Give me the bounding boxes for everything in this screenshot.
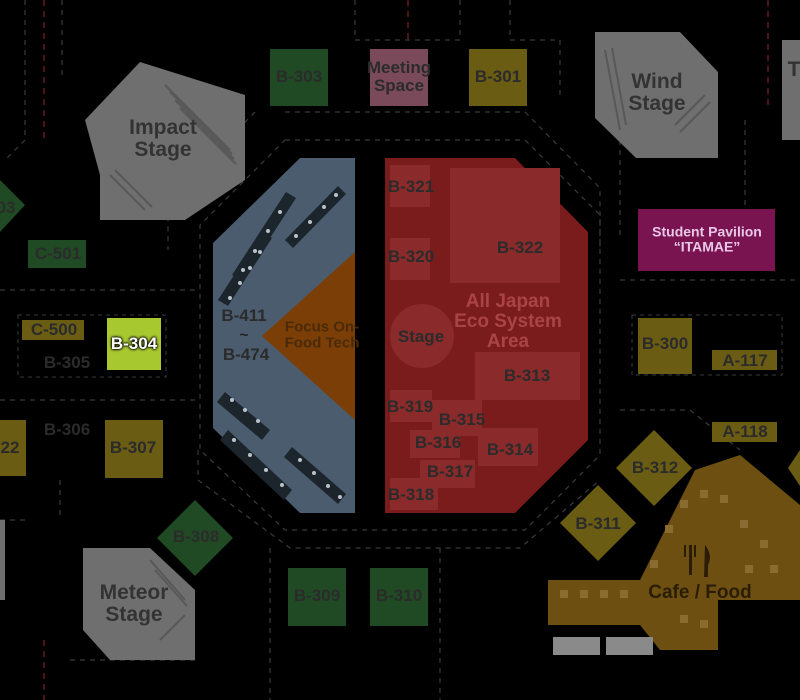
wind-stage-line1: Wind (631, 69, 683, 93)
impact-stage-label[interactable]: Impact Stage (129, 115, 197, 161)
eco-booths (390, 165, 580, 510)
pavilion-line2: “ITAMAE” (673, 238, 741, 254)
booth-b314[interactable]: B-314 (486, 440, 534, 460)
booth-b315[interactable]: B-315 (438, 410, 486, 430)
central-hall-outline (199, 139, 601, 531)
wind-stage-line2: Stage (628, 92, 686, 115)
meeting-space-line1: Meeting (366, 58, 432, 78)
focus-line2: Food Tech (284, 334, 360, 351)
meteor-stage-stripes (149, 559, 188, 641)
group-box-left (17, 314, 167, 378)
booth-b321[interactable]: B-321 (387, 177, 435, 197)
impact-stage-line1: Impact (129, 115, 197, 139)
food-tech-zone[interactable] (262, 252, 355, 420)
meeting-space-label[interactable]: Meeting Space (367, 59, 431, 95)
booth-b318[interactable]: B-318 (387, 485, 435, 505)
booth-b316[interactable]: B-316 (414, 433, 462, 453)
booth-b300[interactable]: B-300 (641, 334, 689, 354)
pavilion-line1: Student Pavilion (652, 223, 762, 240)
eco-line2: Eco System (454, 311, 562, 333)
booth-b301[interactable]: B-301 (474, 67, 522, 87)
impact-stage-stripes (109, 84, 237, 211)
edge-stage-right (782, 40, 800, 140)
booth-b312[interactable]: B-312 (631, 458, 679, 478)
booth-b304-selected[interactable]: B-304 (110, 334, 158, 354)
booth-b303[interactable]: B-303 (275, 67, 323, 87)
booth-b311[interactable]: B-311 (575, 514, 621, 534)
booth-b305[interactable]: B-305 (43, 353, 91, 373)
wind-stage-block[interactable] (595, 32, 718, 158)
meteor-stage-line2: Stage (105, 603, 163, 626)
booth-b310[interactable]: B-310 (375, 586, 423, 606)
booth-c501[interactable]: C-501 (34, 244, 82, 264)
meeting-space-block (370, 49, 428, 106)
yellow-booths (0, 49, 800, 561)
edge-stage-left (0, 520, 5, 600)
booth-b307[interactable]: B-307 (109, 438, 157, 458)
wind-stage-label[interactable]: Wind Stage (628, 69, 686, 115)
startup-booth-dots (228, 193, 342, 499)
edge-stage-letter: T (787, 57, 800, 81)
booth-b474[interactable]: B-474 (222, 345, 270, 365)
booth-b322[interactable]: B-322 (496, 238, 544, 258)
cafe-counters (553, 637, 653, 655)
booth-b319[interactable]: B-319 (386, 397, 434, 417)
booth-b306[interactable]: B-306 (43, 420, 91, 440)
student-pavilion-label[interactable]: Student Pavilion “ITAMAE” (652, 224, 762, 253)
eco-line3: Area (486, 330, 530, 352)
aisle-lines (43, 0, 769, 700)
student-pavilion-block (638, 209, 775, 271)
booth-b308[interactable]: B-308 (172, 527, 220, 547)
group-box-right (631, 314, 783, 376)
focus-line1: Focus On- (284, 318, 360, 336)
booth-range-tilde: ~ (239, 327, 249, 345)
booth-c500[interactable]: C-500 (30, 320, 78, 340)
focus-food-tech-label[interactable]: Focus On- Food Tech (285, 319, 360, 351)
booth-b309[interactable]: B-309 (293, 586, 341, 606)
cafe-food-label[interactable]: Cafe / Food (648, 582, 752, 604)
impact-stage-line2: Stage (134, 138, 192, 161)
green-booths (0, 49, 428, 626)
booth-a117[interactable]: A-117 (722, 351, 768, 371)
booth-edge-03[interactable]: 03 (0, 198, 16, 218)
meteor-stage-label[interactable]: Meteor Stage (99, 580, 169, 626)
meteor-stage-line1: Meteor (99, 580, 169, 604)
wind-stage-stripes (604, 47, 711, 133)
booth-edge-22[interactable]: 22 (0, 438, 20, 458)
cafe-seating (560, 490, 778, 628)
eco-stage-label[interactable]: Stage (397, 327, 445, 347)
booth-b320[interactable]: B-320 (387, 247, 435, 267)
cafe-block[interactable] (548, 455, 800, 650)
booth-b317[interactable]: B-317 (426, 462, 474, 482)
booth-b411[interactable]: B-411 (221, 306, 267, 326)
eco-line1: All Japan (465, 291, 551, 313)
highlighted-booth (107, 318, 161, 370)
eco-system-area-label[interactable]: All Japan Eco System Area (454, 292, 562, 352)
cutlery-icon (684, 545, 710, 577)
booth-b313[interactable]: B-313 (503, 366, 551, 386)
eco-stage (390, 304, 454, 368)
meeting-space-line2: Space (373, 76, 425, 95)
booth-a118[interactable]: A-118 (722, 422, 768, 442)
